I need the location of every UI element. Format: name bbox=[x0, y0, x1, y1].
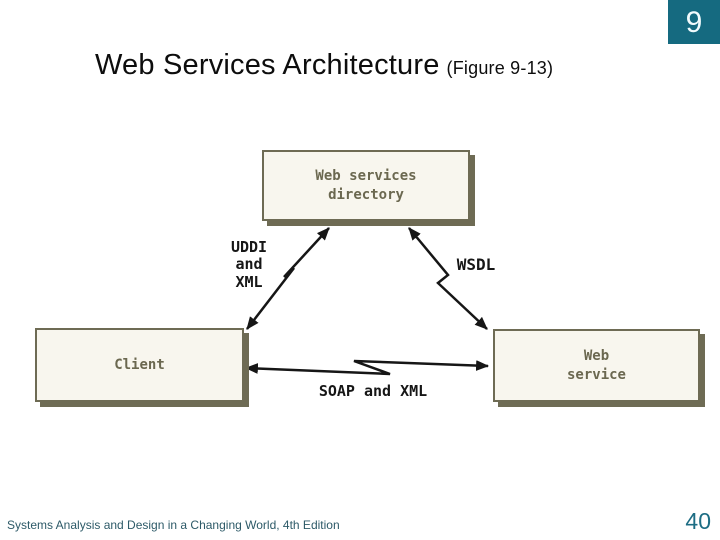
soap-and-xml-label: SOAP and XML bbox=[318, 382, 428, 400]
wsdl-label: WSDL bbox=[456, 255, 496, 274]
web-service-box: Web service bbox=[493, 329, 700, 402]
directory-box-label-line1: Web services bbox=[315, 168, 417, 185]
uddi-label-line1: UDDI bbox=[230, 238, 268, 256]
uddi-label-line2: and bbox=[235, 255, 263, 274]
soap-arrow bbox=[244, 359, 490, 376]
client-box: Client bbox=[35, 328, 244, 402]
web-services-directory-box: Web services directory bbox=[262, 150, 470, 221]
uddi-and-xml-label: UDDI and XML bbox=[212, 238, 286, 291]
page-number: 40 bbox=[685, 508, 711, 534]
wsdl-arrow bbox=[408, 227, 488, 330]
directory-box-label-line2: directory bbox=[328, 186, 404, 203]
slide-title-figure-ref: (Figure 9-13) bbox=[446, 58, 554, 78]
client-box-label: Client bbox=[114, 356, 165, 373]
uddi-label-line3: XML bbox=[235, 272, 263, 291]
uddi-arrow bbox=[246, 227, 330, 330]
chapter-number-badge: 9 bbox=[668, 0, 720, 44]
service-box-label-line1: Web bbox=[583, 348, 610, 365]
footer-book-title: Systems Analysis and Design in a Changin… bbox=[7, 518, 340, 532]
slide-title-text: Web Services Architecture bbox=[95, 49, 440, 81]
service-box-label-line2: service bbox=[566, 366, 626, 383]
slide-title: Web Services Architecture (Figure 9-13) bbox=[95, 49, 553, 82]
